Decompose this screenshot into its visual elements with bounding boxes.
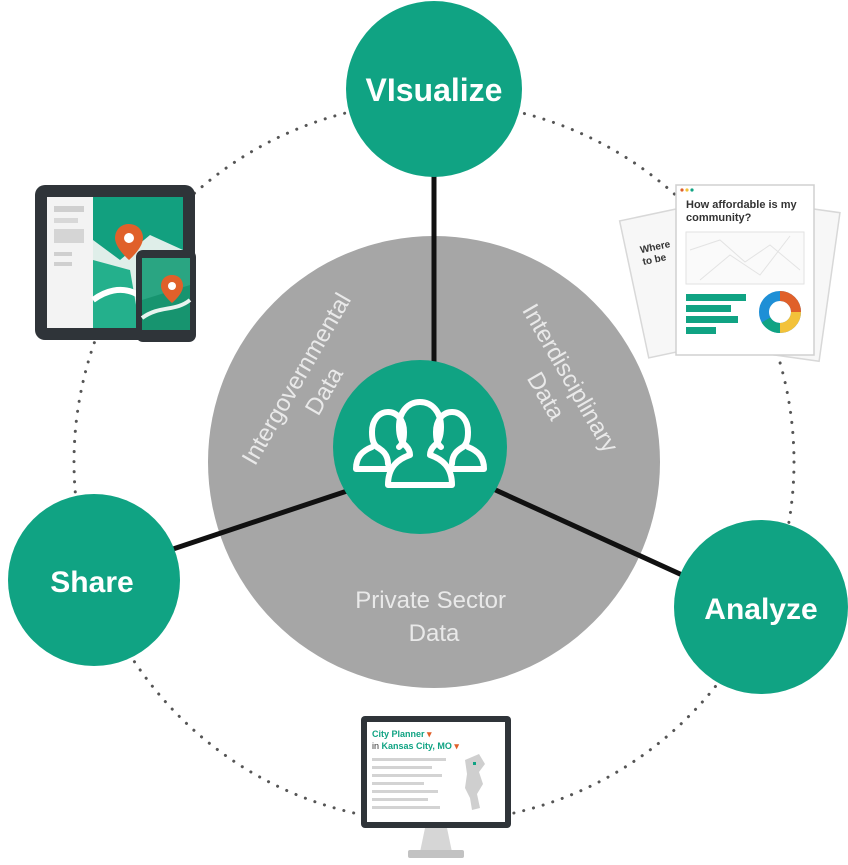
people-group-icon [353,399,487,488]
visualize-node[interactable]: VIsualize [346,1,522,177]
segment-private-sector-label: Private Sector Data [355,587,512,647]
svg-text:City Planner ▾: City Planner ▾ [372,729,432,739]
analyze-label: Analyze [704,593,817,626]
share-node[interactable]: Share [8,494,180,666]
analyze-node[interactable]: Analyze [674,520,848,694]
share-label: Share [50,566,133,599]
visualize-label: VIsualize [366,72,503,108]
hub-node[interactable] [333,360,507,534]
svg-text:How affordable is my com: How affordable is my community? [686,199,800,224]
svg-text:in Kansas City, MO: in Kansas City, MO ▾ [372,741,459,751]
report-pages-icon: Where to be How affordable is my communi… [618,184,841,363]
svg-text:Where to be: Where to be [639,239,676,268]
tablet-phone-map-icon [35,185,196,342]
desktop-monitor-icon: City Planner ▾ in Kansas City, MO ▾ [361,716,511,858]
